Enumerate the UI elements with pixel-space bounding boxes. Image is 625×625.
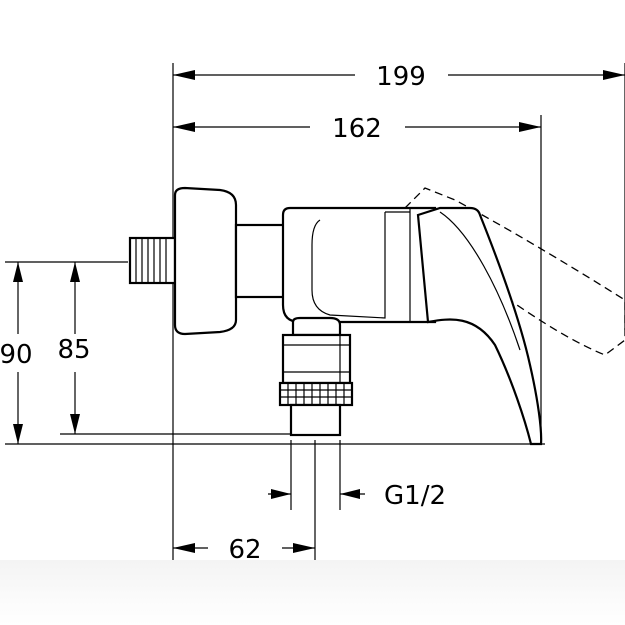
dimension-162: 162 xyxy=(173,114,541,144)
background-band xyxy=(0,560,625,625)
extension-lines xyxy=(5,63,625,560)
dimension-199: 199 xyxy=(173,62,625,92)
dimension-label-90: 90 xyxy=(0,340,33,370)
dimension-thread: G1/2 xyxy=(268,481,446,511)
dimension-label-162: 162 xyxy=(332,114,382,144)
faucet-body xyxy=(128,186,543,446)
dimension-label-62: 62 xyxy=(228,535,261,565)
dimension-62: 62 xyxy=(173,535,315,565)
dimension-label-thread: G1/2 xyxy=(384,481,446,511)
dimension-85: 85 xyxy=(57,262,91,434)
dimension-label-199: 199 xyxy=(376,62,426,92)
dimension-label-85: 85 xyxy=(57,335,90,365)
dimension-90: 90 xyxy=(0,262,33,444)
